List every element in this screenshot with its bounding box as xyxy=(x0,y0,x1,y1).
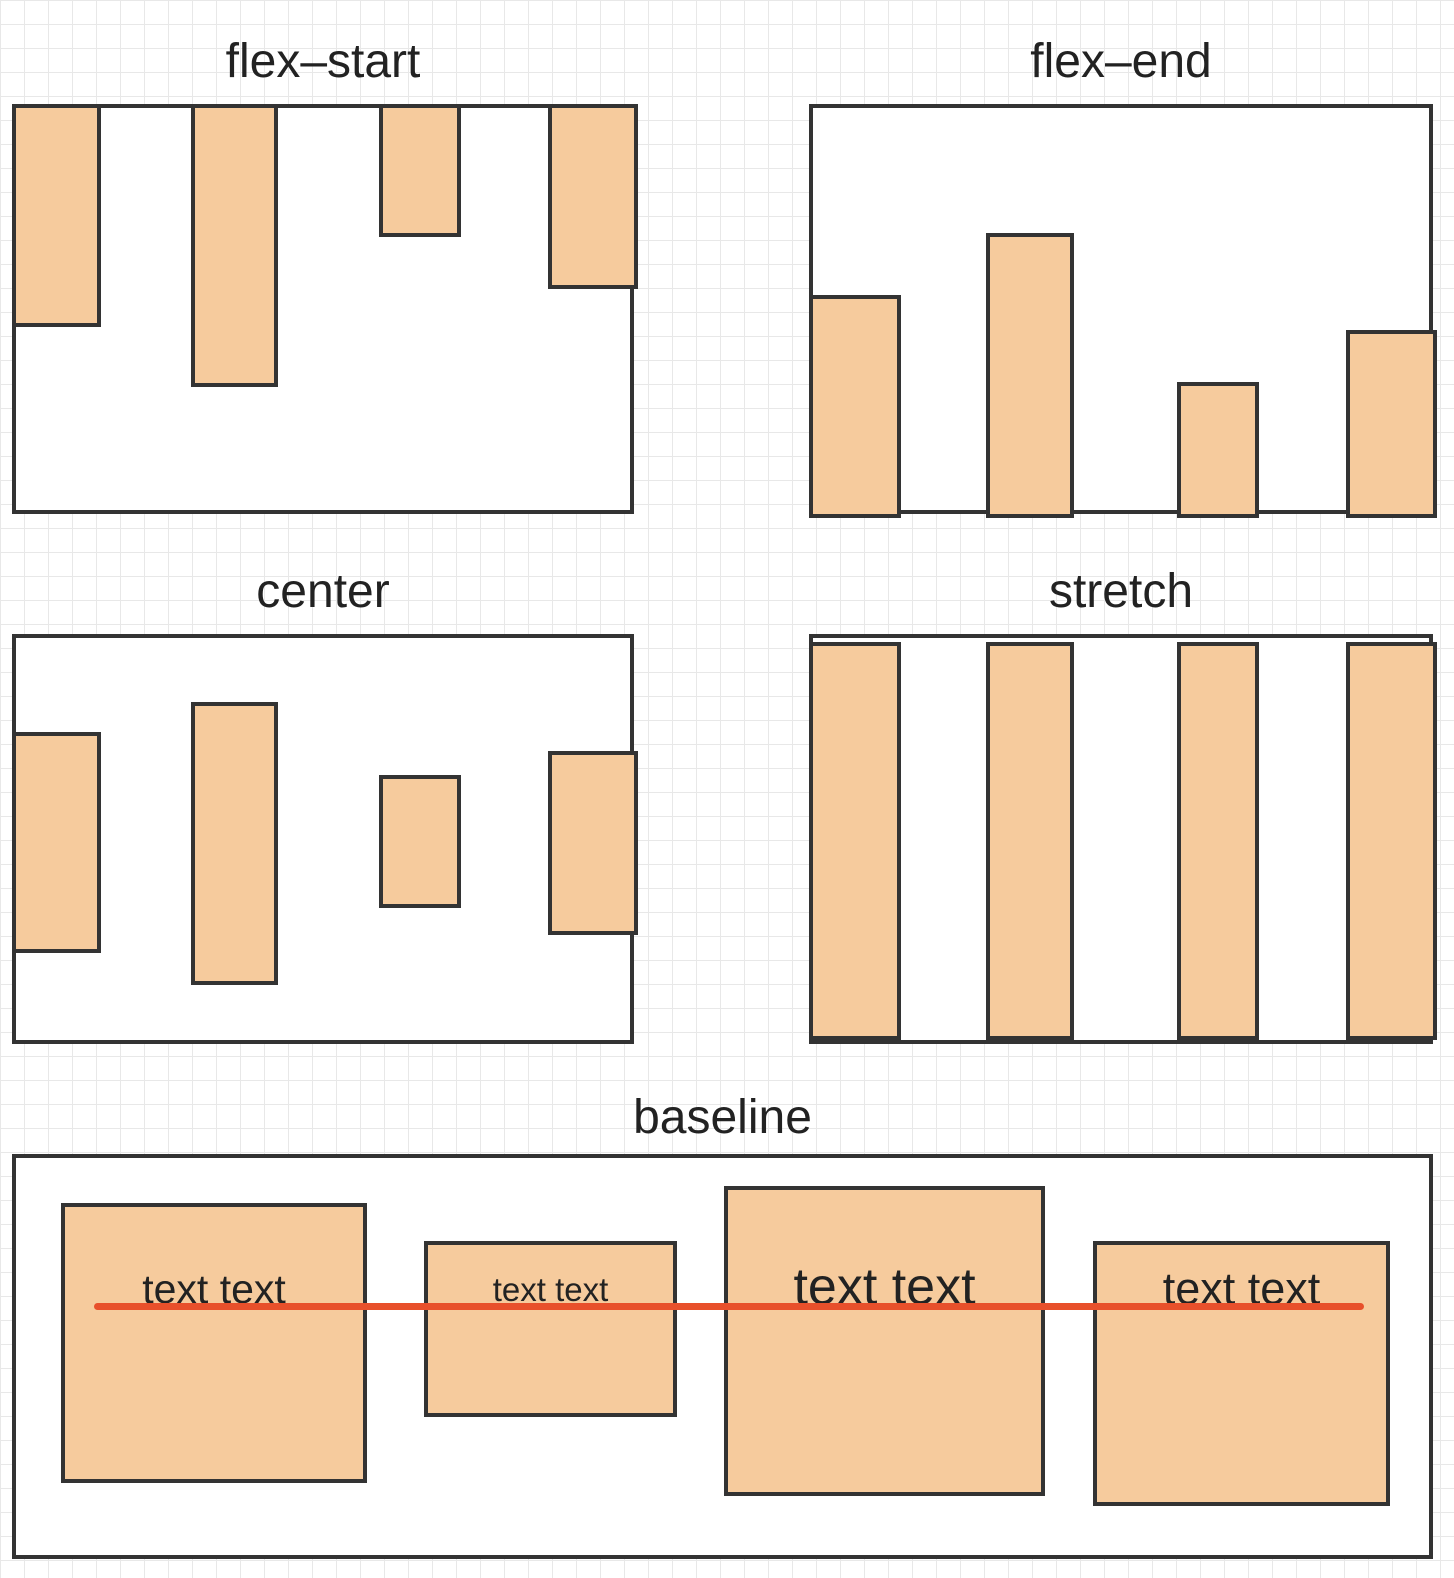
center-item-3 xyxy=(379,775,461,908)
center-item-2 xyxy=(191,702,278,985)
center-container xyxy=(12,634,638,1044)
center-item-1 xyxy=(12,732,101,953)
flex-start-item-1 xyxy=(12,104,101,327)
baseline-item-2: text text xyxy=(424,1241,677,1417)
panel-title-center: center xyxy=(256,565,390,618)
panel-title-stretch: stretch xyxy=(1048,565,1194,618)
baseline-item-2-text: text text xyxy=(492,1271,609,1308)
center-item-4 xyxy=(548,751,638,935)
stretch-item-4 xyxy=(1346,642,1437,1040)
flex-end-item-2 xyxy=(986,233,1074,518)
stretch-container xyxy=(809,634,1437,1044)
baseline-marker-line xyxy=(94,1303,1364,1310)
stretch-item-3 xyxy=(1177,642,1259,1040)
flex-end-item-1 xyxy=(809,295,901,518)
panel-title-flex-end: flex–end xyxy=(1030,35,1212,88)
baseline-item-3: text text xyxy=(724,1186,1045,1496)
baseline-item-1-text: text text xyxy=(142,1266,286,1312)
stretch-item-1 xyxy=(809,642,901,1040)
baseline-item-4: text text xyxy=(1093,1241,1390,1506)
stretch-item-2 xyxy=(986,642,1074,1040)
flex-start-container xyxy=(12,104,638,514)
panel-title-flex-start: flex–start xyxy=(225,35,421,88)
flex-start-item-4 xyxy=(548,104,638,289)
baseline-item-1: text text xyxy=(61,1203,367,1483)
panel-title-baseline: baseline xyxy=(633,1091,812,1144)
flex-end-item-4 xyxy=(1346,330,1437,518)
flex-end-container xyxy=(809,104,1437,518)
flex-start-item-2 xyxy=(191,104,278,387)
flex-start-item-3 xyxy=(379,104,461,237)
flex-end-item-3 xyxy=(1177,382,1259,518)
